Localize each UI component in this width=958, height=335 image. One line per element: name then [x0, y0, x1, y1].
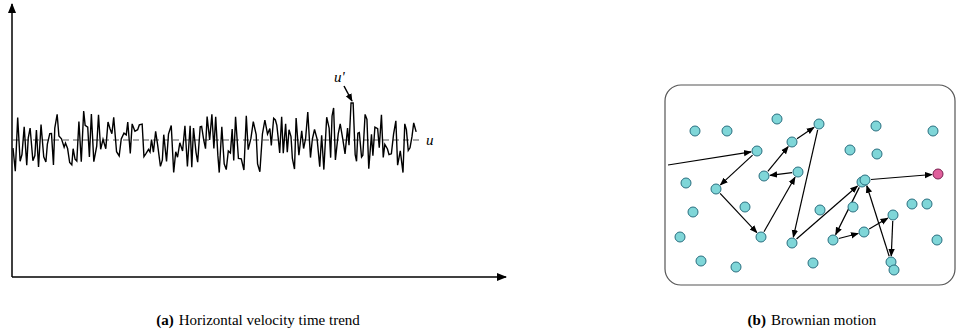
particle	[787, 137, 797, 147]
caption-text: Brownian motion	[771, 313, 876, 328]
particle	[889, 265, 899, 275]
path-arrow	[768, 147, 788, 172]
path-arrow	[891, 221, 892, 256]
caption-tag: (b)	[748, 313, 766, 328]
particle	[928, 126, 938, 136]
particle	[731, 262, 741, 272]
tracked-particle	[933, 169, 943, 179]
particle	[711, 184, 721, 194]
y-axis	[11, 4, 13, 277]
particle	[756, 232, 766, 242]
particle	[787, 238, 797, 248]
particle	[690, 126, 700, 136]
particle	[752, 146, 762, 156]
container-box	[665, 85, 955, 285]
caption-text: Horizontal velocity time trend	[179, 313, 360, 328]
path-arrow	[867, 186, 889, 257]
path-arrow	[668, 152, 751, 165]
path-arrow	[836, 187, 860, 234]
particle	[872, 149, 882, 159]
path-arrow	[764, 177, 795, 232]
particle	[848, 202, 858, 212]
caption-tag: (a)	[156, 313, 174, 328]
particle	[932, 235, 942, 245]
particle	[688, 207, 698, 217]
path-arrow	[839, 233, 858, 238]
path-arrow	[770, 173, 792, 176]
leader-arrow	[344, 86, 352, 101]
particle	[675, 232, 685, 242]
fluctuation-label: u'	[334, 70, 345, 85]
signal-path	[13, 103, 416, 173]
path-arrow	[871, 174, 932, 179]
particle	[907, 199, 917, 209]
particle	[793, 167, 803, 177]
particle	[922, 199, 932, 209]
particle	[772, 114, 782, 124]
path-arrow	[720, 193, 757, 232]
particle	[808, 258, 818, 268]
mean-label: u	[426, 133, 434, 148]
path-arrow	[797, 127, 814, 138]
particle	[759, 171, 769, 181]
particle	[860, 175, 870, 185]
particle	[696, 256, 706, 266]
path-arrow	[720, 155, 752, 185]
velocity-signal	[13, 103, 416, 173]
particle	[722, 126, 732, 136]
particle	[871, 121, 881, 131]
brownian-particles	[668, 114, 943, 275]
particle	[740, 202, 750, 212]
particle	[845, 145, 855, 155]
particle	[814, 119, 824, 129]
path-arrow	[797, 186, 858, 239]
path-arrow	[793, 130, 817, 237]
particle	[888, 210, 898, 220]
particle	[828, 235, 838, 245]
particle	[815, 205, 825, 215]
x-axis	[12, 276, 506, 278]
particle	[681, 178, 691, 188]
particle	[859, 227, 869, 237]
